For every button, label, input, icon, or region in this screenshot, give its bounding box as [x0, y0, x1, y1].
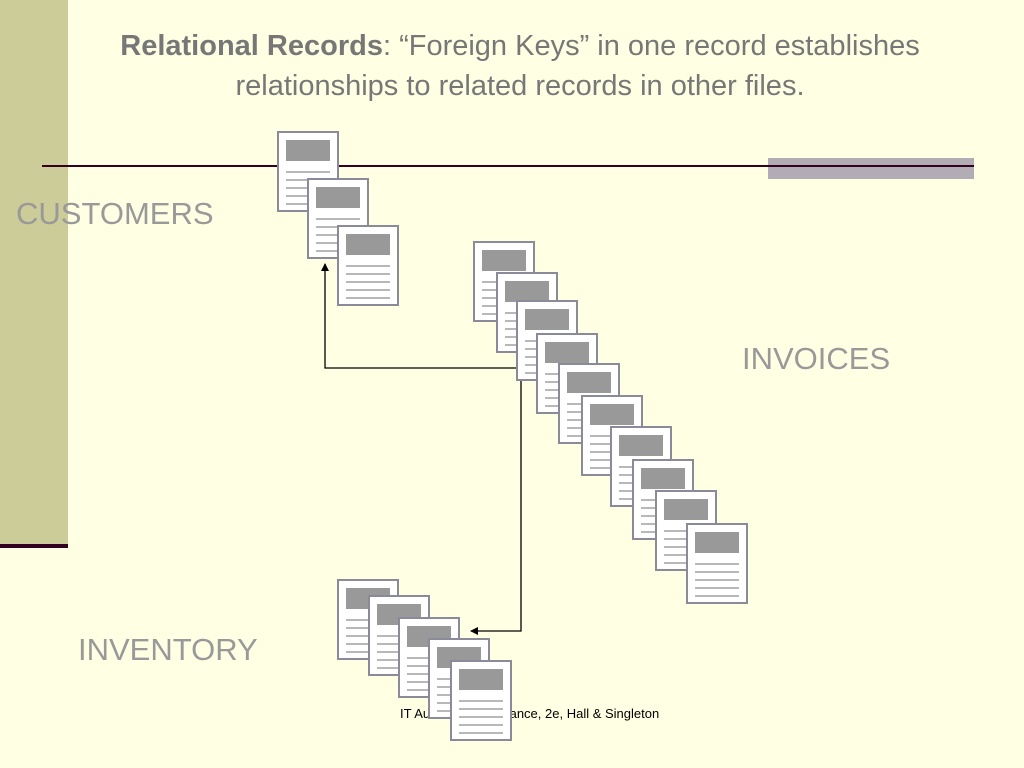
links-layer: [321, 263, 522, 635]
record-icon-customers: [337, 225, 399, 306]
records-layer: [277, 131, 748, 741]
link-invoices-to-inventory: [470, 368, 522, 635]
record-icon-inventory: [450, 660, 512, 741]
record-stack-invoices: [473, 241, 748, 604]
title-bold: Relational Records: [120, 30, 383, 62]
link-invoices-to-customers: [321, 263, 520, 369]
label-inventory: INVENTORY: [78, 632, 258, 667]
record-stack-inventory: [337, 579, 512, 741]
record-stack-customers: [277, 131, 399, 306]
record-icon-invoices: [686, 523, 748, 604]
title-rule-accent-bar: [768, 158, 974, 179]
left-band-rule: [0, 544, 68, 548]
label-customers: CUSTOMERS: [16, 196, 214, 231]
title-rest: : “Foreign Keys” in one record establish…: [235, 30, 920, 102]
slide-title: Relational Records: “Foreign Keys” in on…: [40, 26, 1000, 106]
title-rule-accent-line: [768, 165, 974, 167]
title-rule: [42, 165, 974, 167]
label-invoices: INVOICES: [742, 341, 891, 376]
left-accent-band: [0, 0, 68, 546]
